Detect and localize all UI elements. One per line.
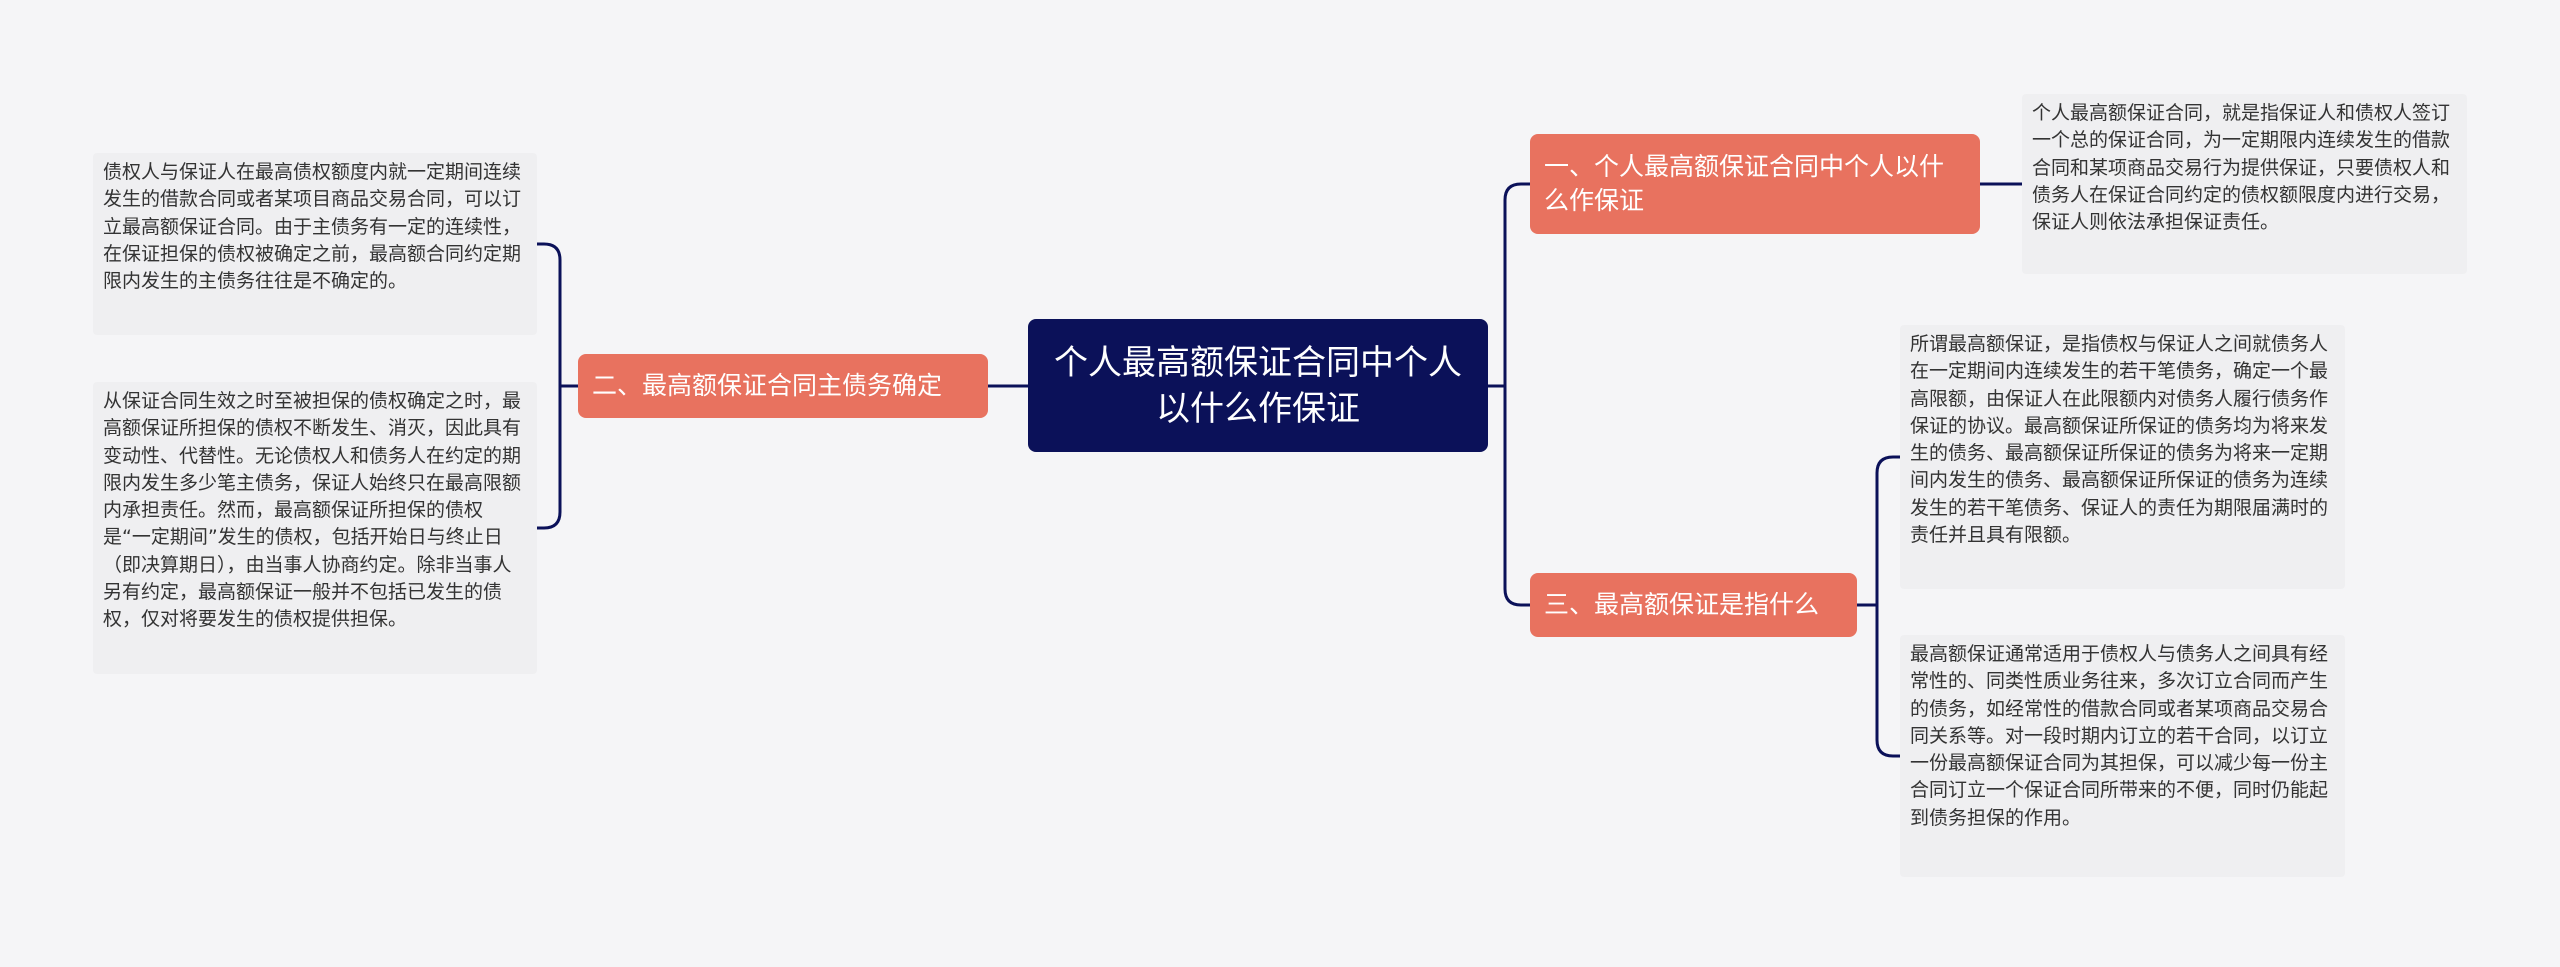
branch-2-label: 二、最高额保证合同主债务确定 <box>592 371 943 400</box>
leaf-text: 最高额保证通常适用于债权人与债务人之间具有经常性的、同类性质业务往来，多次订立合… <box>1910 643 2329 829</box>
branch-2[interactable]: 二、最高额保证合同主债务确定 <box>578 354 988 418</box>
branch-1[interactable]: 一、个人最高额保证合同中个人以什么作保证 <box>1530 134 1980 234</box>
leaf-text: 从保证合同生效之时至被担保的债权确定之时，最高额保证所担保的债权不断发生、消灭，… <box>103 390 522 631</box>
central-topic-text: 个人最高额保证合同中个人以什么作保证 <box>1054 342 1462 429</box>
leaf-branch-3-1: 所谓最高额保证，是指债权与保证人之间就债务人在一定期间内连续发生的若干笔债务，确… <box>1900 325 2345 589</box>
leaf-text: 债权人与保证人在最高债权额度内就一定期间连续发生的借款合同或者某项目商品交易合同… <box>103 161 522 293</box>
connector-central-to-branch-1 <box>1486 182 1532 388</box>
leaf-branch-3-2: 最高额保证通常适用于债权人与债务人之间具有经常性的、同类性质业务往来，多次订立合… <box>1900 635 2345 877</box>
connector-central-to-branch-3 <box>1503 384 1532 607</box>
leaf-text: 个人最高额保证合同，就是指保证人和债权人签订一个总的保证合同，为一定期限内连续发… <box>2032 102 2451 234</box>
leaf-text: 所谓最高额保证，是指债权与保证人之间就债务人在一定期间内连续发生的若干笔债务，确… <box>1910 333 2329 547</box>
leaf-branch-1-1: 个人最高额保证合同，就是指保证人和债权人签订一个总的保证合同，为一定期限内连续发… <box>2022 94 2467 274</box>
leaf-branch-2-1: 债权人与保证人在最高债权额度内就一定期间连续发生的借款合同或者某项目商品交易合同… <box>93 153 537 335</box>
connector-branch-2-leaf-2 <box>535 384 562 530</box>
branch-3[interactable]: 三、最高额保证是指什么 <box>1530 573 1857 637</box>
leaf-branch-2-2: 从保证合同生效之时至被担保的债权确定之时，最高额保证所担保的债权不断发生、消灭，… <box>93 382 537 674</box>
connector-branch-3-leaf-2 <box>1875 603 1902 758</box>
connector-branch-2-leaf-1 <box>535 242 562 388</box>
branch-3-label: 三、最高额保证是指什么 <box>1544 590 1820 619</box>
branch-1-label: 一、个人最高额保证合同中个人以什么作保证 <box>1544 152 1945 215</box>
central-topic[interactable]: 个人最高额保证合同中个人以什么作保证 <box>1028 319 1488 452</box>
connector-branch-3-leaf-1 <box>1875 455 1902 607</box>
